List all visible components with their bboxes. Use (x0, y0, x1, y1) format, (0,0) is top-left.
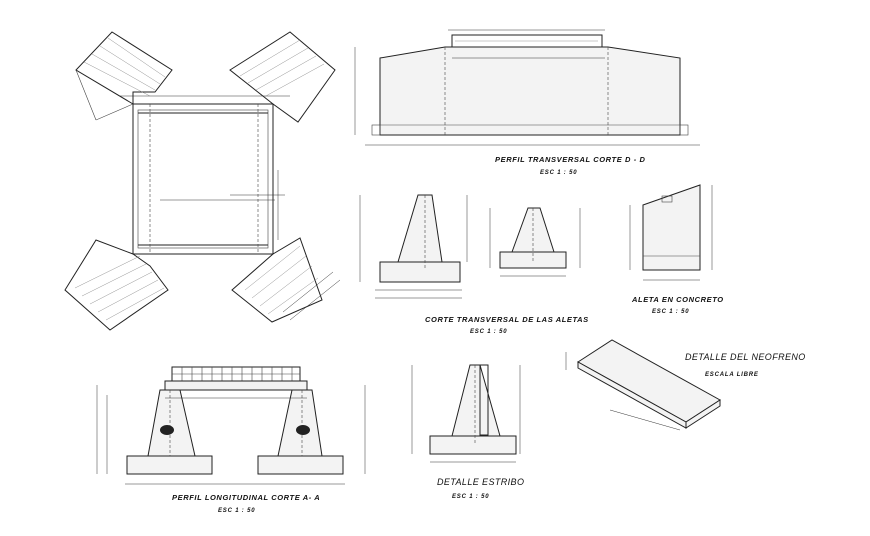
detalle-estribo-scale: ESC 1 : 50 (452, 494, 489, 500)
perfil-transversal-scale: ESC 1 : 50 (540, 170, 577, 176)
perfil-longitudinal-title: PERFIL LONGITUDINAL CORTE A- A (172, 493, 320, 502)
corte-aletas-scale: ESC 1 : 50 (470, 329, 507, 335)
aleta-concreto-scale: ESC 1 : 50 (652, 309, 689, 315)
detalle-neofreno-scale: ESCALA LIBRE (705, 372, 759, 378)
plan-view (64, 31, 341, 331)
support-bearing-icon (160, 425, 174, 435)
aleta-concreto-section: ALETA EN CONCRETO ESC 1 : 50 (629, 184, 724, 315)
detalle-estribo-section: DETALLE ESTRIBO ESC 1 : 50 (411, 364, 524, 500)
detalle-estribo-title: DETALLE ESTRIBO (437, 477, 524, 487)
corte-aletas-title: CORTE TRANSVERSAL DE LAS ALETAS (425, 315, 589, 324)
aleta-concreto-title: ALETA EN CONCRETO (631, 295, 724, 304)
perfil-longitudinal-scale: ESC 1 : 50 (218, 508, 255, 514)
perfil-longitudinal-section: PERFIL LONGITUDINAL CORTE A- A ESC 1 : 5… (96, 366, 366, 514)
detalle-neofreno-title: DETALLE DEL NEOFRENO (685, 352, 806, 362)
corte-aletas-section: CORTE TRANSVERSAL DE LAS ALETAS ESC 1 : … (359, 194, 589, 335)
support-bearing-icon (296, 425, 310, 435)
perfil-transversal-title: PERFIL TRANSVERSAL CORTE D - D (495, 155, 646, 164)
detalle-neofreno-section: DETALLE DEL NEOFRENO ESCALA LIBRE (565, 339, 806, 431)
perfil-transversal-section: PERFIL TRANSVERSAL CORTE D - D ESC 1 : 5… (354, 29, 700, 176)
